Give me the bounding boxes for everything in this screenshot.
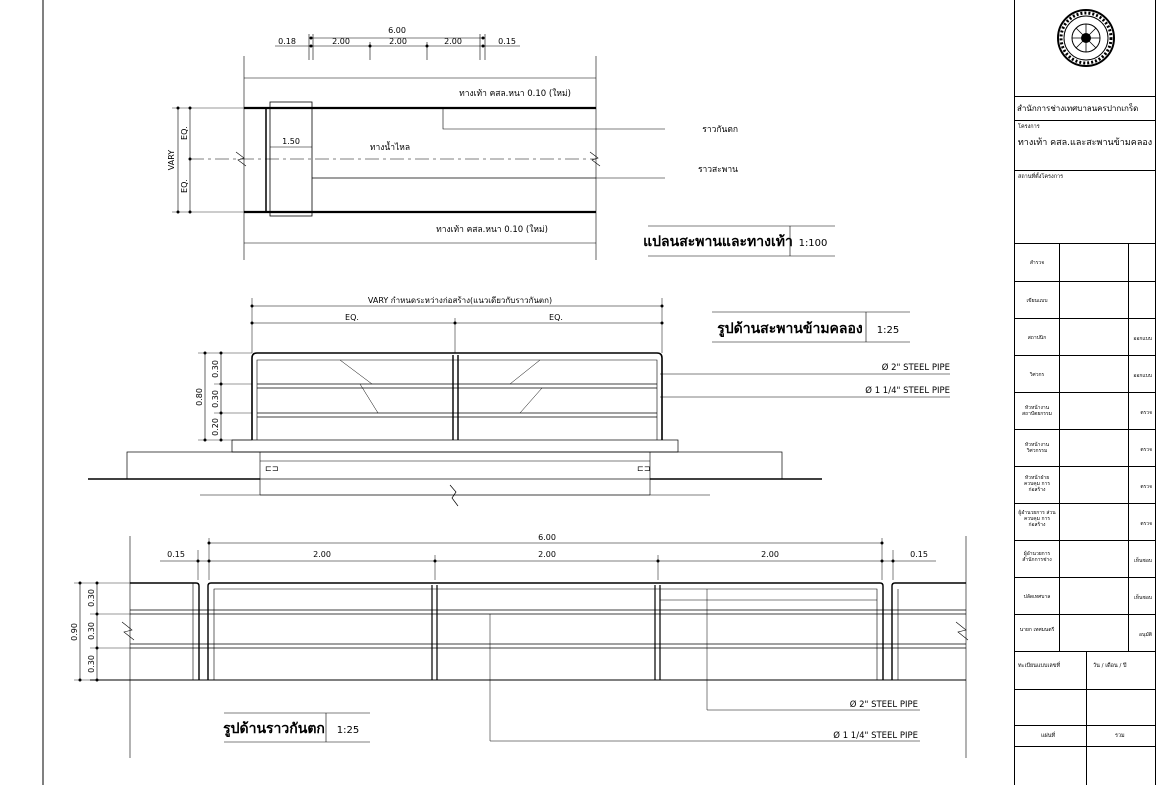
rail-dim-1: 0.30 (87, 589, 96, 607)
sign-row: สถาปนิก ออกแบบ (1015, 318, 1155, 355)
drawing-sheet: 6.00 0.18 2.00 2.00 2.00 0.15 ทางเท้า คส… (42, 0, 969, 785)
plan-walkway-top: ทางเท้า คสล.หนา 0.10 (ใหม่) (459, 88, 571, 99)
sign-row-role: ออกแบบ (1133, 336, 1152, 342)
blank-row (1015, 689, 1155, 725)
rail-dim-s3: 2.00 (761, 550, 779, 559)
rail-dim-right: 0.15 (910, 550, 928, 559)
plan-dim-s2: 2.00 (389, 37, 407, 46)
sign-row-label: สำรวจ (1029, 260, 1045, 266)
sign-row-label: หัวหน้างาน วิศวกรรม (1024, 442, 1050, 454)
sign-row: เขียนแบบ (1015, 281, 1155, 318)
sign-row-label: เขียนแบบ (1026, 298, 1048, 304)
date-label: วัน / เดือน / ปี (1093, 663, 1127, 669)
bridge-pipe-2in: Ø 2" STEEL PIPE (882, 362, 950, 373)
railing-elevation (74, 536, 969, 758)
sign-row-role: ตรวจ (1140, 521, 1152, 527)
plan-leader-bridge-rail: ราวสะพาน (698, 165, 738, 175)
sign-row-role: อนุมัติ (1139, 632, 1152, 638)
bridge-elevation-scale: 1:25 (877, 325, 899, 336)
plan-scale: 1:100 (799, 238, 828, 249)
sign-row-role: ออกแบบ (1133, 373, 1152, 379)
plan-dim-s1: 2.00 (332, 37, 350, 46)
sign-row: หัวหน้างาน วิศวกรรม ตรวจ (1015, 429, 1155, 466)
bridge-pipe-1-1-4in: Ø 1 1/4" STEEL PIPE (865, 385, 950, 396)
project-label: โครงการ (1018, 124, 1040, 130)
rail-pipe-2in: Ø 2" STEEL PIPE (850, 699, 918, 710)
rail-dim-2: 0.30 (87, 622, 96, 640)
sign-row-label: นายก เทศมนตรี (1019, 627, 1055, 633)
signature-grid: สำรวจ เขียนแบบ สถาปนิก ออกแบบ วิศวกร ออก… (1015, 243, 1155, 651)
office-row: สำนักการช่างเทศบาลนครปากเกร็ด (1015, 96, 1155, 120)
office-name: สำนักการช่างเทศบาลนครปากเกร็ด (1017, 104, 1139, 113)
sign-row-label: ผู้อำนวยการ สำนักการช่าง (1022, 551, 1052, 563)
location-row: สถานที่ตั้งโครงการ (1015, 170, 1155, 243)
bridge-elevation-title: รูปด้านสะพานข้ามคลอง (717, 321, 863, 337)
plan-leader-railing: ราวกันตก (702, 125, 738, 135)
bridge-dim-1: 0.30 (211, 360, 220, 378)
sign-row: ผู้อำนวยการ ส่วนควบคุม การก่อสร้าง ตรวจ (1015, 503, 1155, 540)
plan-view (172, 34, 835, 260)
plan-dim-total: 6.00 (388, 26, 406, 35)
rail-elevation-scale: 1:25 (337, 725, 359, 736)
total-label: รวม (1115, 733, 1125, 739)
sign-row: ปลัดเทศบาล เห็นชอบ (1015, 577, 1155, 614)
sign-row: วิศวกร ออกแบบ (1015, 355, 1155, 392)
sign-row-role: ตรวจ (1140, 484, 1152, 490)
sign-row-label: สถาปนิก (1027, 335, 1047, 341)
bridge-elevation: ⊏⊐ ⊏⊐ (88, 298, 950, 507)
svg-text:⊏⊐: ⊏⊐ (637, 464, 650, 473)
rail-dim-s1: 2.00 (313, 550, 331, 559)
plan-title: แปลนสะพานและทางเท้า (643, 234, 793, 250)
plan-dim-left: 0.18 (278, 37, 296, 46)
sheet-row: แผ่นที่ รวม (1015, 725, 1155, 785)
project-name: ทางเท้า คสล.และสะพานข้ามคลอง (1017, 138, 1153, 148)
bridge-dim-total: 0.80 (195, 388, 204, 406)
sign-row-role: ตรวจ (1140, 447, 1152, 453)
plan-inner-dim: 1.50 (282, 137, 300, 146)
sign-row-label: วิศวกร (1029, 372, 1045, 378)
registration-row: ทะเบียนแบบเลขที่ วัน / เดือน / ปี (1015, 651, 1155, 689)
svg-text:⊏⊐: ⊏⊐ (265, 464, 278, 473)
rail-dim-total: 6.00 (538, 533, 556, 542)
rail-dim-3: 0.30 (87, 655, 96, 673)
plan-walkway-bottom: ทางเท้า คสล.หนา 0.10 (ใหม่) (436, 224, 548, 235)
bridge-eq-1: EQ. (345, 313, 359, 322)
sign-row: นายก เทศมนตรี อนุมัติ (1015, 614, 1155, 651)
sign-row-label: หัวหน้างาน สถาปัตยกรรม (1022, 405, 1052, 417)
rail-dim-total-height: 0.90 (70, 623, 79, 641)
plan-eq-2: EQ. (180, 179, 189, 193)
rail-pipe-1-1-4in: Ø 1 1/4" STEEL PIPE (833, 730, 918, 741)
project-row: โครงการ ทางเท้า คสล.และสะพานข้ามคลอง (1015, 120, 1155, 170)
sign-row: สำรวจ (1015, 243, 1155, 281)
sheet-label: แผ่นที่ (1041, 733, 1056, 739)
sign-row-role: เห็นชอบ (1134, 558, 1152, 564)
sign-row-label: ผู้อำนวยการ ส่วนควบคุม การก่อสร้าง (1018, 510, 1056, 528)
sign-row-role: ตรวจ (1140, 410, 1152, 416)
plan-dim-s3: 2.00 (444, 37, 462, 46)
plan-eq-1: EQ. (180, 126, 189, 140)
rail-dim-left: 0.15 (167, 550, 185, 559)
registration-label: ทะเบียนแบบเลขที่ (1018, 663, 1061, 669)
bridge-dim-3: 0.20 (211, 418, 220, 436)
bridge-top-label: VARY กำหนดระหว่างก่อสร้าง(แนวเดียวกับราว… (368, 296, 552, 305)
bridge-eq-2: EQ. (549, 313, 563, 322)
sign-row-label: ปลัดเทศบาล (1023, 594, 1051, 600)
sign-row-role: เห็นชอบ (1134, 595, 1152, 601)
municipal-seal-icon (1057, 9, 1115, 67)
plan-vary: VARY (167, 150, 176, 170)
sign-row: หัวหน้างาน สถาปัตยกรรม ตรวจ (1015, 392, 1155, 429)
bridge-dim-2: 0.30 (211, 390, 220, 408)
rail-elevation-title: รูปด้านราวกันตก (223, 721, 325, 737)
title-block: สำนักการช่างเทศบาลนครปากเกร็ด โครงการ ทา… (1014, 0, 1156, 785)
sign-row: หัวหน้าฝ่าย ควบคุม การก่อสร้าง ตรวจ (1015, 466, 1155, 503)
sign-row: ผู้อำนวยการ สำนักการช่าง เห็นชอบ (1015, 540, 1155, 577)
location-label: สถานที่ตั้งโครงการ (1018, 174, 1064, 180)
sign-row-label: หัวหน้าฝ่าย ควบคุม การก่อสร้าง (1023, 475, 1051, 493)
plan-dim-right: 0.15 (498, 37, 516, 46)
plan-waterway: ทางน้ำไหล (370, 141, 410, 153)
rail-dim-s2: 2.00 (538, 550, 556, 559)
